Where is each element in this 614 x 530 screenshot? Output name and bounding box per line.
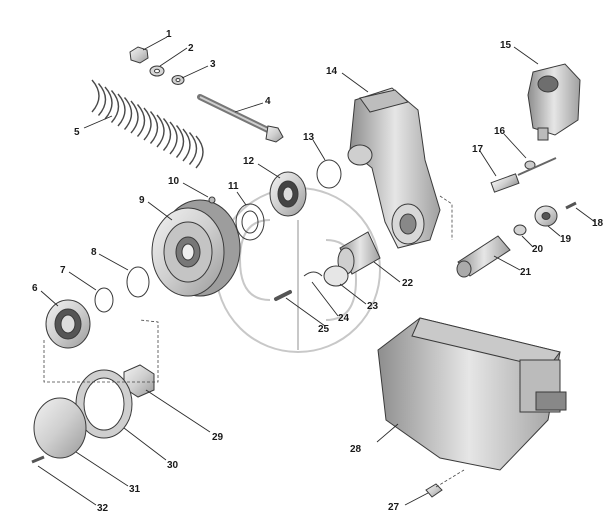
part-24-clip <box>303 271 323 277</box>
part-25-label: 25 <box>318 324 330 335</box>
part-3-washer <box>171 75 185 85</box>
part-22-label: 22 <box>402 278 414 289</box>
part-30-label: 30 <box>167 460 179 471</box>
part-28-bracket <box>377 317 567 471</box>
part-13-ring <box>316 159 342 189</box>
part-19-nut <box>534 205 558 227</box>
part-11-label: 11 <box>228 181 239 192</box>
part-15-valve-body <box>527 63 581 141</box>
assembly-guide-left <box>43 319 159 383</box>
part-15-label: 15 <box>500 40 512 51</box>
part-20-label: 20 <box>532 244 544 255</box>
part-31-label: 31 <box>129 484 141 495</box>
part-1-label: 1 <box>166 29 172 40</box>
part-11-seal <box>235 203 265 241</box>
part-8-label: 8 <box>91 247 97 258</box>
part-12-bearing <box>269 171 307 217</box>
part-1-nut <box>129 46 149 64</box>
part-29-label: 29 <box>212 432 224 443</box>
part-2-washer <box>149 65 165 77</box>
part-20-washer <box>513 224 527 236</box>
part-28-label: 28 <box>350 444 362 455</box>
part-7-ring <box>94 287 114 313</box>
part-21-label: 21 <box>520 267 532 278</box>
part-31-cover <box>33 397 87 459</box>
part-5-label: 5 <box>74 127 80 138</box>
part-6-bearing <box>45 299 91 349</box>
part-19-label: 19 <box>560 234 572 245</box>
part-23-cap <box>323 265 349 287</box>
assembly-guide-right <box>439 195 453 240</box>
part-13-label: 13 <box>303 132 315 143</box>
part-14-label: 14 <box>326 66 338 77</box>
part-4-label: 4 <box>265 96 271 107</box>
part-32-screw <box>31 455 45 464</box>
part-18-screw <box>565 201 577 210</box>
part-32-label: 32 <box>97 503 109 514</box>
part-17-label: 17 <box>472 144 484 155</box>
part-2-label: 2 <box>188 43 194 54</box>
part-18-label: 18 <box>592 218 604 229</box>
part-7-label: 7 <box>60 265 66 276</box>
part-6-label: 6 <box>32 283 38 294</box>
part-25-bolt <box>274 290 292 301</box>
part-17-fitting <box>490 157 557 193</box>
part-5-spring <box>91 79 204 169</box>
part-27-label: 27 <box>388 502 400 513</box>
part-9-pulley <box>151 199 241 297</box>
part-12-label: 12 <box>243 156 255 167</box>
part-10-label: 10 <box>168 176 180 187</box>
part-9-label: 9 <box>139 195 145 206</box>
part-14-housing <box>347 87 441 249</box>
part-27-screw <box>425 469 465 498</box>
part-4-bolt <box>197 94 284 143</box>
part-8-ring <box>126 266 150 298</box>
part-10-ball <box>208 196 216 204</box>
part-16-label: 16 <box>494 126 506 137</box>
part-23-label: 23 <box>367 301 379 312</box>
callout-labels: 1 2 3 4 5 6 7 8 9 10 11 12 13 14 15 16 1… <box>32 29 604 514</box>
part-3-label: 3 <box>210 59 216 70</box>
leader-lines <box>37 36 596 506</box>
part-21-shaft <box>456 235 511 278</box>
part-24-label: 24 <box>338 313 350 324</box>
